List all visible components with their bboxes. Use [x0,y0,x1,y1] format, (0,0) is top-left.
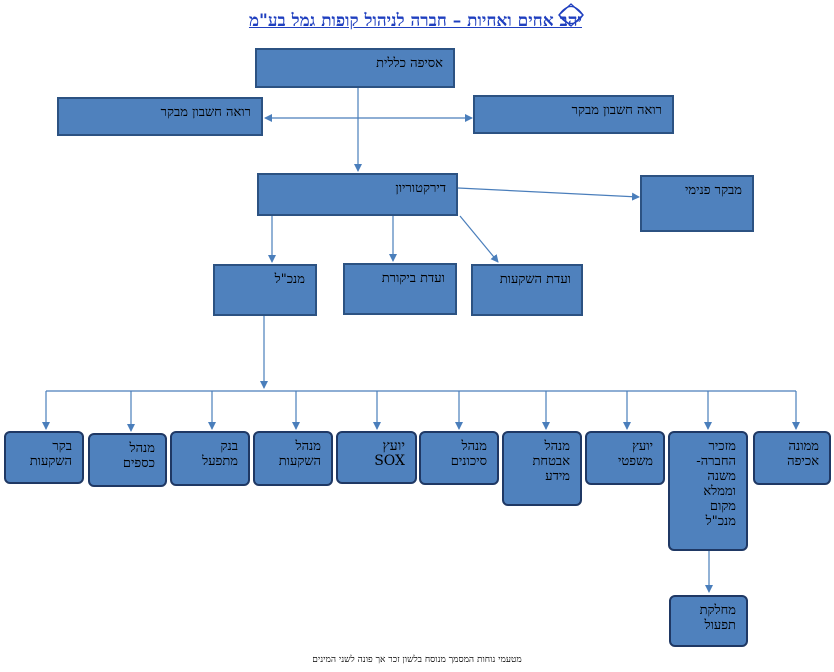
board-internal-auditor-arrow [457,187,640,201]
investment-manager-box: מנהל השקעות [253,431,333,486]
investment-controller-box: בקר השקעות [4,431,84,484]
company-secretary-box: מזכיר החברה- משנה וממלא מקום מנכ"ל [668,431,748,551]
audit-committee-box: ועדת ביקורת [343,263,457,315]
auditor-box-left: רואה חשבון מבקר [57,97,263,136]
diagram-title: יהב אחים ואחיות – חברה לניהול קופות גמל … [0,8,834,34]
risk-manager-box: מנהל סיכונים [419,431,499,485]
enforcement-officer-box: ממונה אכיפה [753,431,831,485]
finance-manager-box: מנהל כספים [88,433,167,487]
legal-advisor-box: יועץ משפטי [585,431,665,485]
operating-bank-box: בנק מתפעל [170,431,250,486]
title-text: יהב אחים ואחיות – חברה לניהול קופות גמל … [248,11,582,31]
ceo-box: מנכ"ל [213,264,317,316]
auditor-box-right: רואה חשבון מבקר [473,95,674,134]
interlocked-star-logo-icon [558,3,584,27]
board-box: דירקטוריון [257,173,458,216]
sox-advisor-box: יועץ SOX [336,431,417,484]
investment-committee-box: ועדת השקעות [471,264,583,316]
board-investment-committee-arrow [459,215,499,263]
infosec-manager-box: מנהל אבטחת מידע [502,431,582,506]
general-assembly-box: אסיפה כללית [255,48,455,88]
internal-auditor-box: מבקר פנימי [640,175,754,232]
footnote: מטעמי נוחות המסמך מנוסח בלשון זכר אך פונ… [312,655,522,665]
operations-dept-box: מחלקת תפעול [669,595,748,647]
